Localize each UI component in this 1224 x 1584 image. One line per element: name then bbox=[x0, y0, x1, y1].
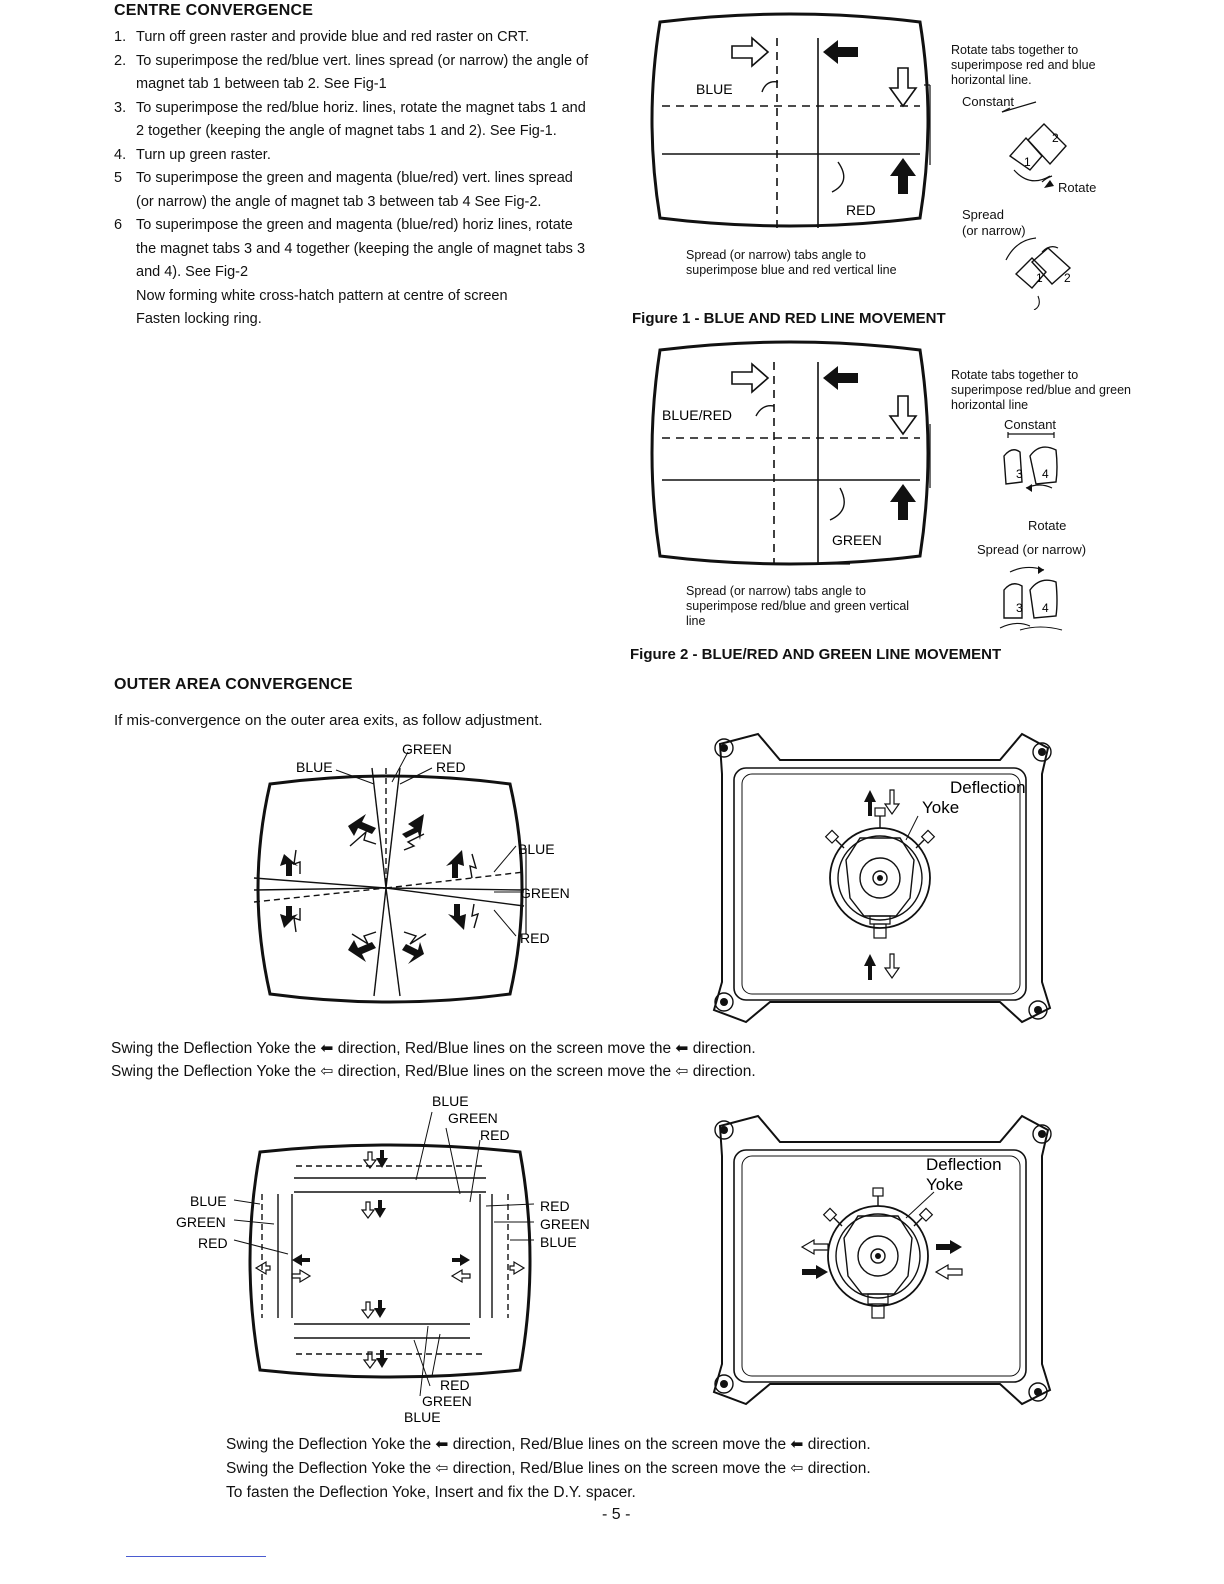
d2-label-blue-top: BLUE bbox=[432, 1093, 469, 1109]
fig1-tab1b-label: 1 bbox=[1036, 271, 1043, 285]
fig1-tab1-label: 1 bbox=[1024, 155, 1031, 169]
outer-intro: If mis-convergence on the outer area exi… bbox=[114, 712, 543, 729]
d2-label-red-bottom: RED bbox=[440, 1377, 470, 1393]
fig2-spread: Spread (or narrow) bbox=[977, 542, 1087, 557]
page-number: - 5 - bbox=[602, 1506, 631, 1523]
fig1-spread-sub: (or narrow) bbox=[962, 223, 1026, 238]
fig2-constant: Constant bbox=[1004, 417, 1057, 432]
outer-diagram-2: BLUE GREEN RED BLUE GREEN RED RED GREEN … bbox=[176, 1093, 590, 1425]
fig2-label-green: GREEN bbox=[832, 532, 882, 548]
d2-label-red-right: RED bbox=[540, 1198, 570, 1214]
yoke2-label-yoke: Yoke bbox=[926, 1175, 963, 1194]
d2-label-blue-bottom: BLUE bbox=[404, 1409, 441, 1425]
fig2-magnet-tabs: 3 4 3 4 bbox=[999, 432, 1063, 631]
outer-instruction-2c: To fasten the Deflection Yoke, Insert an… bbox=[226, 1484, 636, 1501]
fig2-tab4-label: 4 bbox=[1042, 467, 1049, 481]
outer-diagram-1: GREEN BLUE RED BLUE GREEN RED bbox=[253, 741, 570, 1004]
d1-label-red-right: RED bbox=[520, 930, 550, 946]
fig2-rotate: Rotate bbox=[1028, 518, 1067, 533]
yoke1-label-deflection: Deflection bbox=[950, 778, 1026, 797]
yoke2-label-deflection: Deflection bbox=[926, 1155, 1002, 1174]
outer-instruction-2a: Swing the Deflection Yoke the ⬅ directio… bbox=[226, 1436, 871, 1453]
d2-label-red-top: RED bbox=[480, 1127, 510, 1143]
note-crosshatch: Now forming white cross-hatch pattern at… bbox=[136, 287, 508, 304]
d2-label-blue-left: BLUE bbox=[190, 1193, 227, 1209]
fig1-tab2b-label: 2 bbox=[1064, 271, 1071, 285]
yoke-diagram-1: Deflection Yoke bbox=[712, 732, 1052, 1024]
centre-section: CENTRE CONVERGENCE 1.Turn off green rast… bbox=[114, 2, 594, 332]
d2-label-blue-right: BLUE bbox=[540, 1234, 577, 1250]
d2-label-green-right: GREEN bbox=[540, 1216, 590, 1232]
outer-instruction-2b: Swing the Deflection Yoke the ⇦ directio… bbox=[226, 1460, 871, 1477]
d1-label-red: RED bbox=[436, 759, 466, 775]
outer-heading: OUTER AREA CONVERGENCE bbox=[114, 676, 353, 693]
step-item: 3.To superimpose the red/blue horiz. lin… bbox=[114, 99, 586, 140]
yoke-diagram-2: Deflection Yoke bbox=[712, 1114, 1052, 1406]
d2-label-green-bottom: GREEN bbox=[422, 1393, 472, 1409]
step-item: 1.Turn off green raster and provide blue… bbox=[114, 29, 530, 45]
fig2-tab4b-label: 4 bbox=[1042, 601, 1049, 615]
d1-label-green-right: GREEN bbox=[520, 885, 570, 901]
centre-heading: CENTRE CONVERGENCE bbox=[114, 2, 314, 19]
fig2-tab3b-label: 3 bbox=[1016, 601, 1023, 615]
fig1-tab2-label: 2 bbox=[1052, 131, 1059, 145]
fig1-rotate: Rotate bbox=[1058, 180, 1097, 195]
centre-steps: 1.Turn off green raster and provide blue… bbox=[114, 26, 594, 285]
fig1-label-red: RED bbox=[846, 202, 876, 218]
fig2-spread-caption: Spread (or narrow) tabs angle to superim… bbox=[686, 584, 910, 628]
fig1-spread: Spread bbox=[962, 207, 1004, 222]
d1-label-green: GREEN bbox=[402, 741, 452, 757]
fig2-tab3-label: 3 bbox=[1016, 467, 1023, 481]
yoke1-label-yoke: Yoke bbox=[922, 798, 959, 817]
fig2-rotate-text: Rotate tabs together to superimpose red/… bbox=[951, 368, 1131, 412]
footer-rule bbox=[126, 1556, 266, 1557]
fig1-crt-diagram: BLUE RED bbox=[650, 12, 931, 228]
d2-label-red-left: RED bbox=[198, 1235, 228, 1251]
step-item: 2.To superimpose the red/blue vert. line… bbox=[114, 52, 589, 93]
fig1-label-blue: BLUE bbox=[696, 81, 733, 97]
fig1-spread-caption: Spread (or narrow) tabs angle to superim… bbox=[686, 248, 897, 277]
fig2-label-bluered: BLUE/RED bbox=[662, 407, 732, 423]
d2-label-green-left: GREEN bbox=[176, 1214, 226, 1230]
fig2-caption: Figure 2 - BLUE/RED AND GREEN LINE MOVEM… bbox=[630, 646, 1002, 663]
outer-instruction-1a: Swing the Deflection Yoke the ⬅ directio… bbox=[111, 1040, 756, 1057]
fig1-constant: Constant bbox=[962, 94, 1015, 109]
outer-instruction-1b: Swing the Deflection Yoke the ⇦ directio… bbox=[111, 1063, 756, 1080]
d2-label-green-top: GREEN bbox=[448, 1110, 498, 1126]
d1-label-blue-right: BLUE bbox=[518, 841, 555, 857]
step-item: 4.Turn up green raster. bbox=[114, 146, 271, 163]
fig1-magnet-tabs: 1 2 1 2 bbox=[1001, 101, 1072, 310]
note-fasten: Fasten locking ring. bbox=[136, 311, 262, 327]
d1-label-blue: BLUE bbox=[296, 759, 333, 775]
fig1-rotate-text: Rotate tabs together to superimpose red … bbox=[951, 43, 1096, 87]
fig2-crt-diagram: BLUE/RED GREEN bbox=[650, 340, 931, 566]
fig1-caption: Figure 1 - BLUE AND RED LINE MOVEMENT bbox=[632, 310, 946, 327]
